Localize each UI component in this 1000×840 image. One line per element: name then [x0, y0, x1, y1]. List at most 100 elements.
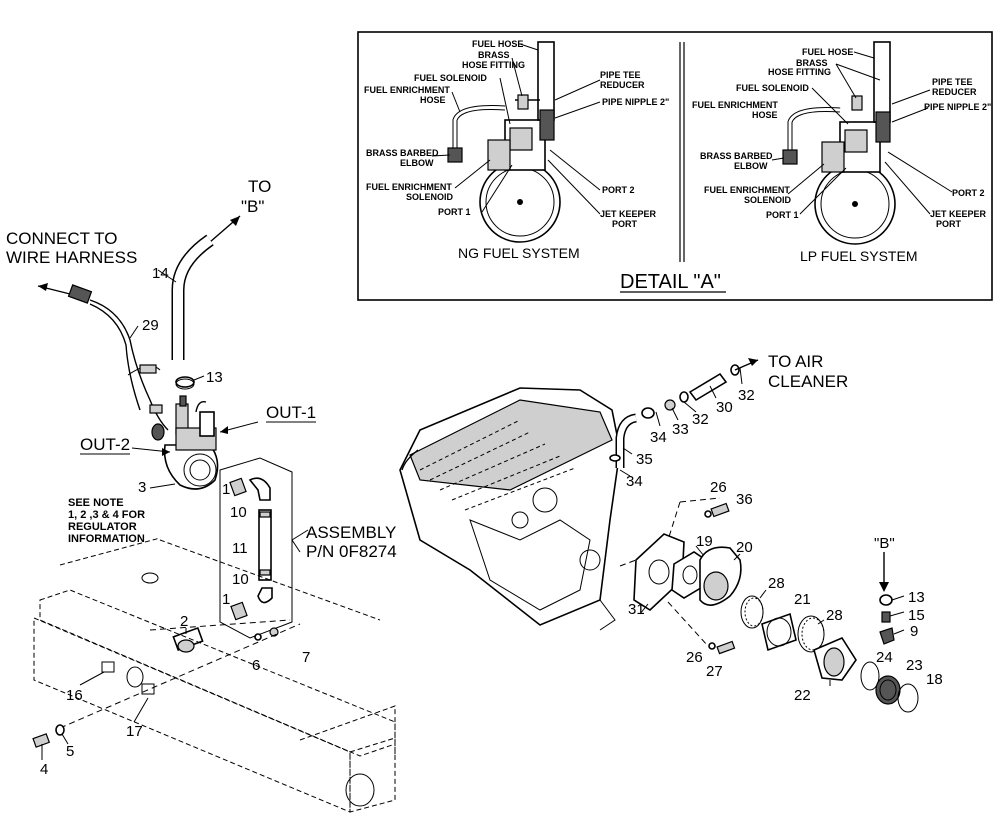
- breather-parts: [609, 358, 759, 477]
- ng-fuel-hose-label: FUEL HOSE: [472, 39, 523, 49]
- lp-port2-label: PORT 2: [952, 188, 985, 198]
- part-36: 36: [736, 491, 753, 508]
- ng-regulator-drawing: [447, 41, 561, 243]
- part-23: 23: [906, 657, 923, 674]
- part-34a: 34: [650, 429, 667, 446]
- part-10b: 10: [232, 571, 249, 588]
- lp-hose-fitting-label: HOSE FITTING: [768, 67, 831, 77]
- wire-harness-29: [67, 284, 169, 431]
- part-28a: 28: [768, 575, 785, 592]
- lp-port-label: PORT: [936, 219, 962, 229]
- part-16: 16: [66, 687, 83, 704]
- lp-labels: FUEL HOSE BRASS HOSE FITTING FUEL SOLENO…: [692, 47, 991, 264]
- part-6: 6: [252, 657, 260, 674]
- bolt-4-washer-5: [32, 671, 149, 760]
- part-30: 30: [716, 399, 733, 416]
- part-32a: 32: [738, 387, 755, 404]
- to-b-callout: TO "B": [209, 177, 271, 243]
- to-b-label-1: TO: [248, 177, 271, 196]
- regulator-3: [131, 395, 259, 490]
- ng-pipe-nipple-label: PIPE NIPPLE 2": [602, 97, 669, 107]
- assembly-callout: ASSEMBLY P/N 0F8274: [306, 523, 397, 561]
- part-13a: 13: [206, 369, 223, 386]
- part-19: 19: [696, 533, 713, 550]
- b-marker-fittings: "B": [874, 535, 905, 645]
- ng-fe-solenoid-label-1: FUEL ENRICHMENT: [366, 182, 452, 192]
- engine: [399, 387, 621, 631]
- frame-rail: [33, 537, 396, 813]
- ng-fuel-solenoid-label: FUEL SOLENOID: [414, 73, 487, 83]
- part-27: 27: [706, 663, 723, 680]
- part-15: 15: [908, 607, 925, 624]
- ng-fuel-system-caption: NG FUEL SYSTEM: [458, 245, 580, 261]
- connect-label-2: WIRE HARNESS: [6, 248, 137, 267]
- part-20: 20: [736, 539, 753, 556]
- ng-port2-label: PORT 2: [602, 185, 635, 195]
- part-1b: 1: [222, 591, 230, 608]
- ng-labels: FUEL HOSE BRASS HOSE FITTING FUEL SOLENO…: [364, 39, 669, 261]
- detail-a-title: DETAIL "A": [620, 271, 721, 293]
- part-9: 9: [910, 623, 918, 640]
- lp-fuel-hose-label: FUEL HOSE: [802, 47, 853, 57]
- part-11: 11: [232, 540, 248, 557]
- assembly-label-1: ASSEMBLY: [306, 523, 396, 542]
- part-14: 14: [152, 265, 169, 282]
- lp-fuel-system-caption: LP FUEL SYSTEM: [800, 248, 917, 264]
- part-22: 22: [794, 687, 811, 704]
- lp-leader-lines: [771, 51, 953, 215]
- to-air-label-1: TO AIR: [768, 352, 823, 371]
- part-21: 21: [794, 591, 811, 608]
- ng-pipe-tee-label: PIPE TEE: [600, 70, 641, 80]
- lp-brass-label: BRASS: [796, 58, 828, 68]
- ng-brass-barbed-label: BRASS BARBED: [366, 148, 439, 158]
- part-7: 7: [302, 649, 310, 666]
- part-26b: 26: [686, 649, 703, 666]
- throttle-body-parts: [619, 497, 919, 713]
- b-marker-label: "B": [874, 535, 895, 552]
- lp-fuel-enrichment-label: FUEL ENRICHMENT: [692, 100, 778, 110]
- connect-wire-harness-callout: CONNECT TO WIRE HARNESS: [6, 229, 137, 295]
- part-4: 4: [40, 761, 48, 778]
- to-air-cleaner-callout: TO AIR CLEANER: [768, 352, 848, 391]
- note-label-4: INFORMATION: [68, 533, 145, 545]
- pipe-assembly: [219, 457, 309, 639]
- to-air-label-2: CLEANER: [768, 372, 848, 391]
- ng-jet-keeper-label: JET KEEPER: [600, 209, 657, 219]
- part-35: 35: [636, 451, 653, 468]
- part-3: 3: [138, 479, 146, 496]
- part-29: 29: [142, 317, 159, 334]
- connect-label-1: CONNECT TO: [6, 229, 117, 248]
- part-13b: 13: [908, 589, 925, 606]
- part-10a: 10: [230, 504, 247, 521]
- part-33: 33: [672, 421, 689, 438]
- lp-pipe-nipple-label: PIPE NIPPLE 2": [924, 102, 991, 112]
- lp-jet-keeper-label: JET KEEPER: [930, 209, 987, 219]
- lp-fe-solenoid-label-1: FUEL ENRICHMENT: [704, 185, 790, 195]
- part-26a: 26: [710, 479, 727, 496]
- lp-fe-solenoid-label-2: SOLENOID: [744, 195, 792, 205]
- part-5: 5: [66, 743, 74, 760]
- ng-fe-solenoid-label-2: SOLENOID: [406, 192, 454, 202]
- lp-pipe-tee-label: PIPE TEE: [932, 77, 973, 87]
- lp-fuel-solenoid-label: FUEL SOLENOID: [736, 83, 809, 93]
- to-b-label-2: "B": [241, 197, 264, 216]
- note-label-3: REGULATOR: [68, 521, 137, 533]
- ng-elbow-label: ELBOW: [400, 158, 434, 168]
- part-17: 17: [126, 723, 143, 740]
- assembly-label-2: P/N 0F8274: [306, 542, 397, 561]
- part-34b: 34: [626, 473, 643, 490]
- ng-port1-label: PORT 1: [438, 207, 471, 217]
- part-number-labels: 14 29 13 3 1 10 11 10 1 2 6 7 16 17 4 5 …: [40, 265, 943, 778]
- out-callouts: OUT-1 OUT-2 SEE NOTE 1, 2 ,3 & 4 FOR REG…: [68, 403, 316, 545]
- note-label-2: 1, 2 ,3 & 4 FOR: [68, 509, 145, 521]
- part-28b: 28: [826, 607, 843, 624]
- part-2: 2: [180, 613, 188, 630]
- ng-hose-fitting-label: HOSE FITTING: [462, 60, 525, 70]
- ng-leader-lines: [431, 43, 601, 215]
- out1-label: OUT-1: [266, 403, 316, 422]
- part-31: 31: [628, 601, 645, 618]
- ng-hose-label: HOSE: [420, 95, 446, 105]
- part-32b: 32: [692, 411, 709, 428]
- ng-port-label: PORT: [612, 219, 638, 229]
